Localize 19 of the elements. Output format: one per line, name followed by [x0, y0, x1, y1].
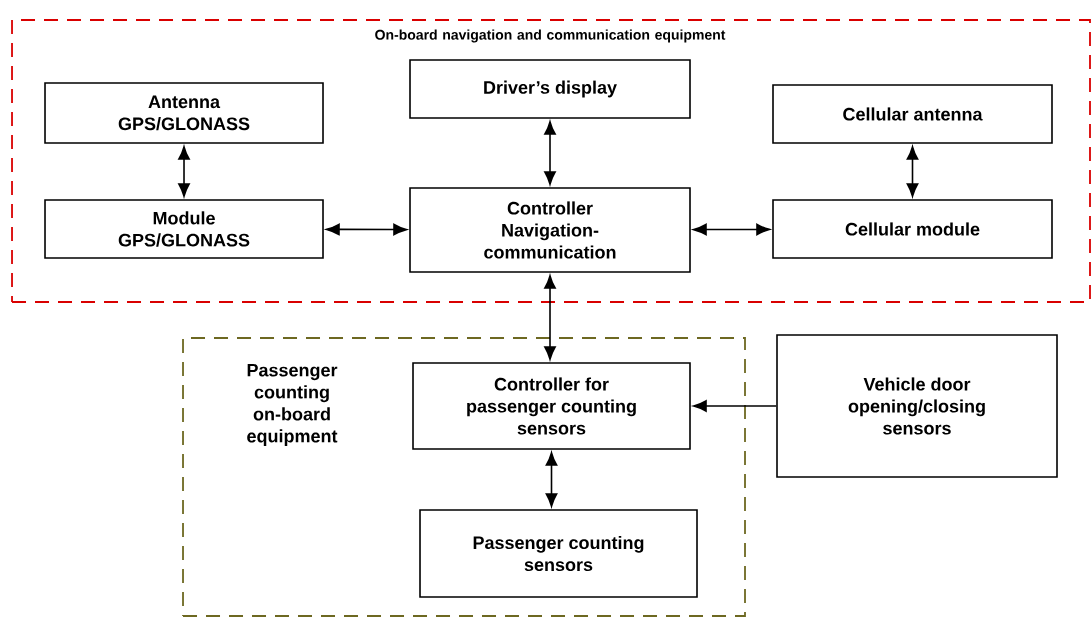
process-box: Cellular antenna	[772, 84, 1053, 144]
arrow	[693, 400, 777, 412]
process-box: Vehicle door opening/closing sensors	[776, 334, 1058, 478]
process-box: Controller for passenger counting sensors	[412, 362, 691, 450]
process-box: Cellular module	[772, 199, 1053, 259]
arrow	[693, 223, 770, 236]
arrow	[326, 223, 407, 236]
group-title: Passenger counting on-board equipment	[247, 363, 338, 447]
arrow	[544, 275, 556, 360]
process-box: Controller Navigation-communication	[409, 187, 691, 273]
group-title: On-board navigation and communication equipment	[375, 29, 726, 43]
process-box: Module GPS/GLONASS	[44, 199, 324, 259]
arrow	[545, 452, 558, 507]
process-box: Antenna GPS/GLONASS	[44, 82, 324, 144]
arrow	[178, 146, 190, 197]
arrow	[544, 121, 556, 185]
process-box: Passenger counting sensors	[419, 509, 698, 598]
arrow	[906, 146, 919, 197]
process-box: Driver’s display	[409, 59, 691, 119]
